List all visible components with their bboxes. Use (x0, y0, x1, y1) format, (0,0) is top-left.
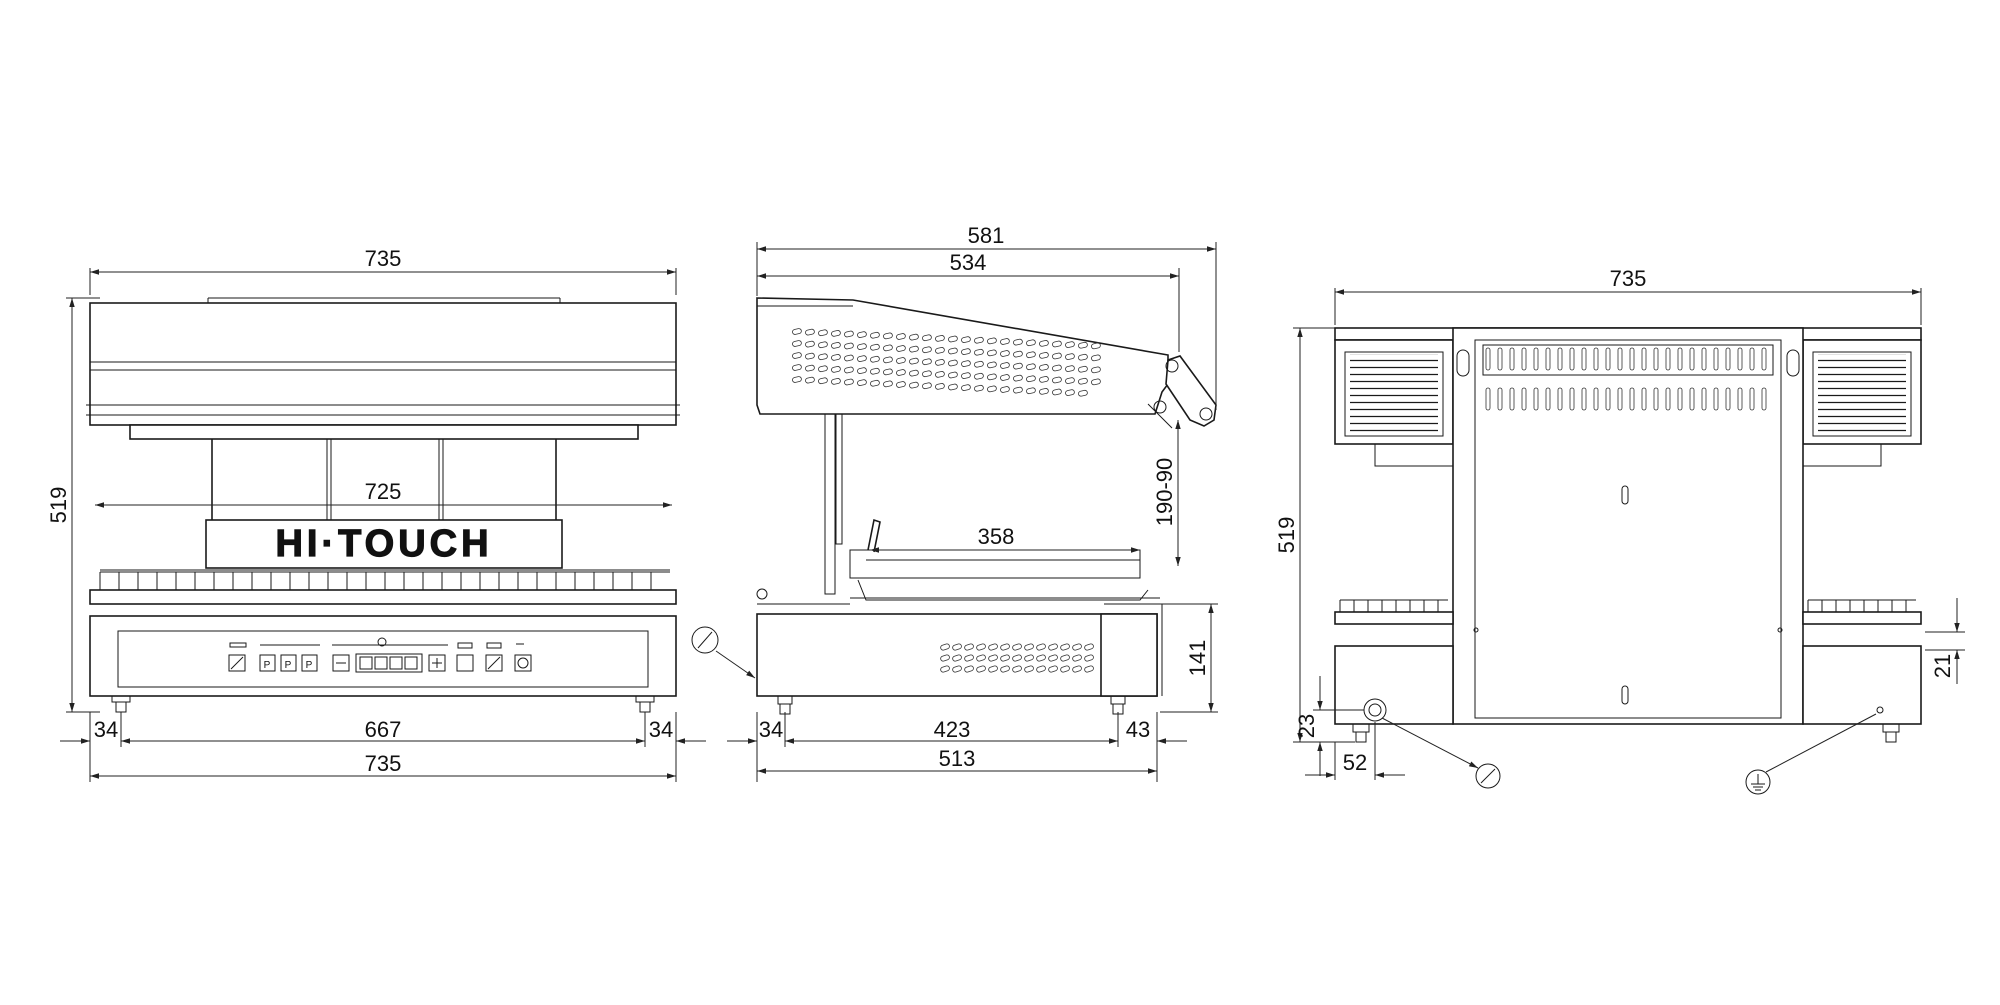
ground-icon (1745, 769, 1771, 795)
dim-rear-connector-offset: 52 (1343, 750, 1367, 775)
dim-side-hood-travel: 190-90 (1152, 458, 1177, 527)
program-p3-icon (301, 654, 318, 672)
dim-side-base-depth: 513 (939, 746, 976, 771)
control-panel: P P P (228, 637, 532, 673)
svg-text:P: P (264, 660, 271, 671)
heat-zone-icon (456, 654, 474, 672)
dim-front-foot-right: 34 (649, 717, 673, 742)
minus-icon (332, 654, 350, 672)
svg-text:P: P (306, 660, 313, 671)
svg-text:P: P (285, 660, 292, 671)
program-p1-icon (259, 654, 276, 672)
dim-side-grill-depth: 358 (978, 524, 1015, 549)
rear-central-body (1452, 327, 1804, 725)
dim-side-foot-right: 43 (1126, 717, 1150, 742)
rear-vent-slots (1485, 347, 1767, 411)
power-inlet-icon (1475, 763, 1501, 789)
side-hood (756, 297, 1169, 415)
dim-rear-shelf-height: 21 (1930, 654, 1955, 678)
dim-front-foot-left: 34 (94, 717, 118, 742)
front-base (89, 615, 677, 697)
dim-rear-width: 735 (1610, 266, 1647, 291)
side-view: 581 534 190-90 358 141 34 423 43 513 (691, 223, 1218, 782)
dim-side-foot-span: 423 (934, 717, 971, 742)
dim-side-base-height: 141 (1185, 640, 1210, 677)
dim-front-height: 519 (46, 487, 71, 524)
dim-rear-height: 519 (1274, 517, 1299, 554)
dim-front-grill-width: 725 (365, 479, 402, 504)
front-hood (89, 302, 677, 426)
dim-front-width-bottom: 735 (365, 751, 402, 776)
front-view: HI·TOUCH P P P (46, 246, 706, 782)
grill-mode-icon (228, 654, 246, 672)
dim-side-hood-depth: 534 (950, 250, 987, 275)
hinge-bracket (1165, 355, 1217, 427)
digital-display (355, 653, 423, 673)
dim-front-foot-span: 667 (365, 717, 402, 742)
power-icon (514, 654, 532, 672)
brand-plate (205, 519, 563, 569)
rear-right-rack (1807, 599, 1916, 612)
rack-bars (99, 572, 652, 590)
rear-view: 735 519 21 23 52 (1274, 266, 1965, 795)
program-p2-icon (280, 654, 297, 672)
hood-vent-slots (792, 328, 1101, 397)
plus-icon (428, 654, 446, 672)
front-grill-rack (89, 589, 677, 605)
dim-front-width-top: 735 (365, 246, 402, 271)
base-vent-slots (940, 643, 1094, 673)
dim-side-overall-depth: 581 (968, 223, 1005, 248)
power-inlet-icon (691, 626, 719, 654)
dim-rear-connector-height: 23 (1294, 714, 1319, 738)
timer-icon (377, 637, 387, 647)
dim-side-foot-left: 34 (759, 717, 783, 742)
heat-zone-2-icon (485, 654, 503, 672)
brand-logo: HI·TOUCH (275, 523, 492, 565)
rear-left-rack (1339, 599, 1448, 612)
